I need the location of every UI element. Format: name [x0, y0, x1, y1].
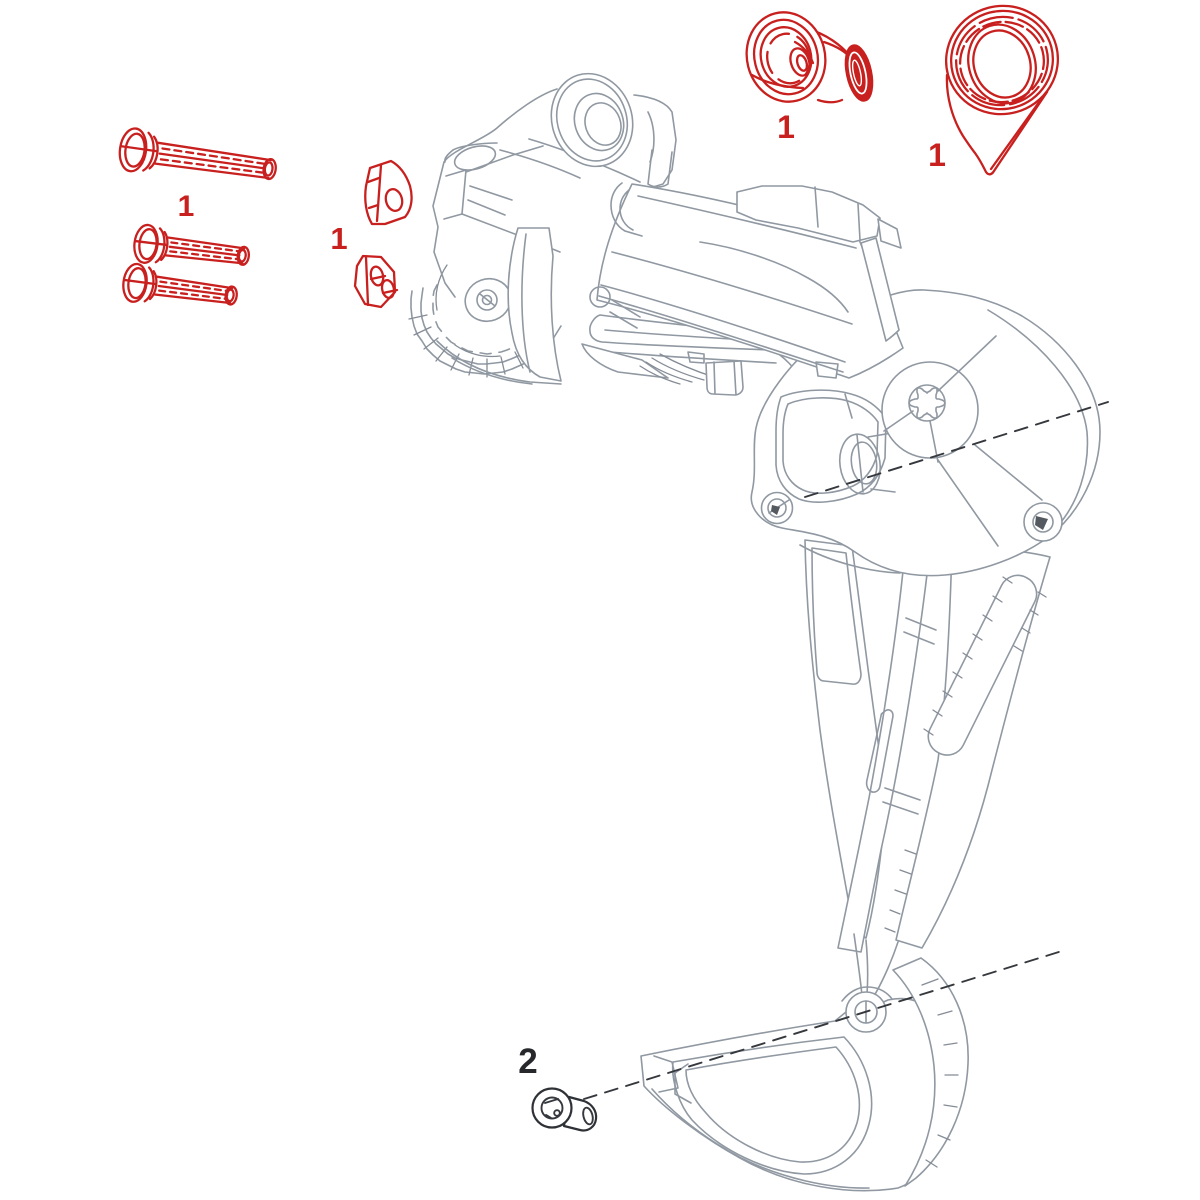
svg-text:1: 1 [178, 190, 195, 223]
svg-text:1: 1 [777, 109, 795, 145]
svg-text:2: 2 [518, 1042, 537, 1081]
svg-text:1: 1 [330, 221, 347, 256]
svg-text:1: 1 [928, 137, 946, 173]
